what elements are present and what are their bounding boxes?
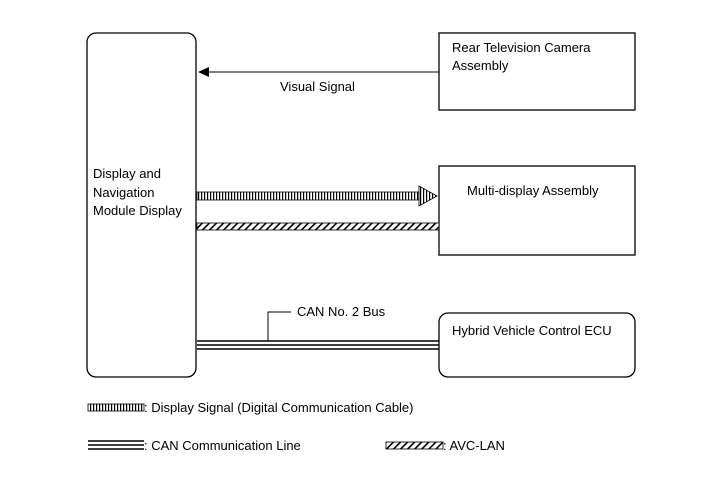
can-bus-lines [197,340,439,350]
legend-can-swatch [88,440,144,450]
multi-display-box [438,165,636,256]
can-bus-leader [267,311,291,341]
hybrid-ecu-label: Hybrid Vehicle Control ECU [452,323,612,338]
display-signal-arrowhead [418,185,438,207]
legend-avc-lan-swatch [385,441,444,450]
legend-display-signal-label: : Display Signal (Digital Communication … [144,400,414,415]
visual-signal-label: Visual Signal [280,79,355,94]
display-nav-module-label: Display and Navigation Module Display [93,166,182,218]
visual-signal-arrowhead [198,67,209,77]
multi-display-label: Multi-display Assembly [467,183,599,198]
can-bus-label: CAN No. 2 Bus [297,304,386,319]
display-signal-cable [196,191,420,201]
legend-display-signal-swatch [87,403,145,412]
avc-lan-line [196,222,440,231]
legend-can-label: : CAN Communication Line [144,438,301,453]
rear-camera-label: Rear Television Camera Assembly [452,40,594,73]
display-nav-module-box [86,32,197,378]
legend-avc-lan-label: : AVC-LAN [443,438,505,453]
